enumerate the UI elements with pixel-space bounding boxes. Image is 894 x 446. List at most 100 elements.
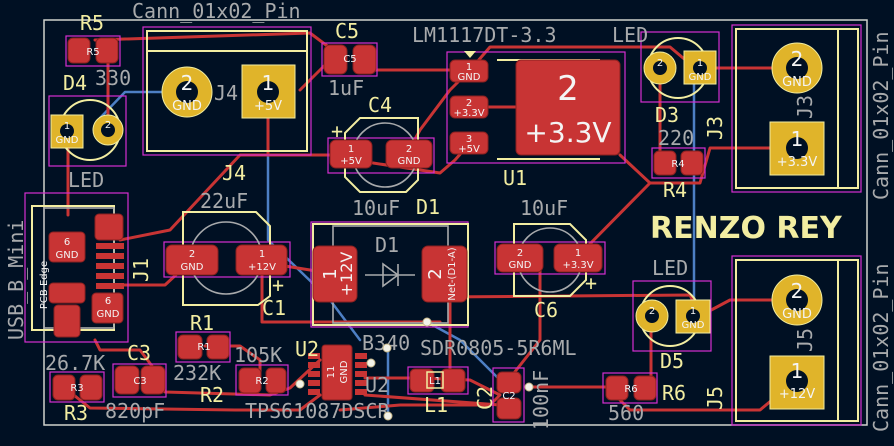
pad-number: 1 — [262, 71, 275, 95]
pcb-edge-note: PCB Edge — [39, 261, 50, 309]
component-ref: J5 — [703, 386, 727, 410]
pad-net: GND — [682, 320, 705, 331]
inductor-l1[interactable]: L1 L1 SDR0805-5R6ML — [407, 336, 577, 417]
component-ref: U1 — [503, 166, 527, 190]
led-d4[interactable]: 1 GND 2 D4 LED — [48, 71, 127, 192]
fab-ref: C2 — [502, 391, 515, 402]
resistor-r4[interactable]: R4 220 R4 — [651, 126, 706, 202]
component-value: 22uF — [200, 189, 248, 213]
component-value: LED — [68, 168, 104, 192]
pad-number: 6 — [64, 237, 70, 248]
component-ref: D3 — [655, 103, 679, 127]
pad-number: 2 — [517, 248, 523, 259]
pad-number: 2 — [791, 47, 804, 71]
pad-number: 2 — [406, 144, 412, 155]
component-value: 1uF — [328, 76, 364, 100]
pad-net: GND — [172, 99, 202, 114]
component-ref: C1 — [262, 296, 286, 320]
fab-ref: U2 — [365, 373, 389, 397]
pad-net: Net-(D1-A) — [447, 247, 458, 300]
pad-net: GND — [689, 72, 712, 83]
pad-net: GND — [97, 309, 120, 320]
usb-connector-j1[interactable]: 6 GND 6 GND PCB Edge USB_B_Mini J1 — [4, 192, 153, 343]
component-value: 10uF — [520, 196, 568, 220]
component-value: 232K — [173, 361, 221, 385]
component-ref: C6 — [534, 298, 558, 322]
resistor-r5[interactable]: R5 R5 330 — [65, 11, 131, 90]
pad-number: 1 — [348, 144, 354, 155]
pad-net: +5V — [340, 156, 362, 167]
pad-number: 1 — [64, 121, 70, 132]
component-ref: C3 — [127, 341, 151, 365]
component-ref: J1 — [129, 258, 153, 282]
pad-net: GND — [181, 262, 204, 273]
pad-number: 6 — [105, 296, 111, 307]
pad-net: +3.3V — [777, 155, 818, 170]
pad-net: +12V — [779, 387, 815, 402]
pad-number: 2 — [649, 306, 655, 317]
pad-number: 1 — [791, 359, 804, 383]
fab-ref: R5 — [86, 47, 99, 58]
component-value: LED — [612, 23, 648, 47]
pad-number: 1 — [320, 268, 341, 279]
connector-j5[interactable]: 2 GND 1 +12V J5 J5 Cann_01x02_Pin — [703, 255, 893, 432]
fab-ref: D1 — [375, 233, 399, 257]
pad-number: 2 — [189, 249, 195, 260]
component-ref: U2 — [295, 337, 319, 361]
capacitor-c5[interactable]: C5 C5 1uF — [321, 19, 378, 100]
component-ref: C5 — [335, 19, 359, 43]
connector-j3[interactable]: 2 GND 1 +3.3V J3 J3 Cann_01x02_Pin — [703, 24, 893, 200]
resistor-r6[interactable]: R6 R6 560 — [602, 372, 686, 425]
resistor-r1[interactable]: R1 R1 232K — [173, 311, 231, 385]
pad-number: 3 — [466, 134, 472, 145]
component-value: TPS61087DSCR — [245, 399, 390, 423]
diode-d1[interactable]: 1 +12V 2 Net-(D1-A) D1 D1 B340 — [310, 195, 469, 355]
component-ref: L1 — [424, 393, 448, 417]
capacitor-c3[interactable]: C3 C3 820pF — [105, 341, 167, 423]
component-value: 105K — [234, 343, 282, 367]
component-value: Cann_01x02_Pin — [869, 263, 893, 432]
fab-ref: J5 — [793, 328, 817, 352]
capacitor-c4[interactable]: 1 +5V 2 GND + C4 10uF — [327, 93, 435, 220]
fab-ref: J3 — [793, 95, 817, 119]
pad-number: 2 — [557, 69, 579, 109]
pad-number: 2 — [425, 268, 446, 279]
component-value: Cann_01x02_Pin — [132, 0, 301, 23]
component-value: LED — [652, 256, 688, 280]
polarity-mark: + — [331, 119, 343, 143]
component-ref: R4 — [663, 178, 687, 202]
component-ref: D1 — [416, 195, 440, 219]
pad-number: 2 — [466, 98, 472, 109]
component-value: 26.7K — [45, 351, 105, 375]
capacitor-c2[interactable]: C2 C2 100nF — [473, 367, 553, 430]
component-ref: R3 — [64, 401, 88, 425]
pad-number: 2 — [181, 71, 194, 95]
component-ref: D4 — [63, 71, 87, 95]
regulator-u1[interactable]: 1 GND 2 +3.3V 3 +5V 2 +3.3V U1 LM1117DT-… — [412, 23, 626, 190]
pad-net: GND — [782, 75, 812, 90]
led-d5[interactable]: 2 1 GND LED D5 — [632, 256, 712, 373]
resistor-r3[interactable]: R3 26.7K R3 — [45, 351, 105, 425]
pad-number: 1 — [575, 248, 581, 259]
pad-net: +3.3V — [562, 260, 593, 271]
capacitor-c6[interactable]: 2 GND 1 +3.3V + C6 10uF — [494, 196, 606, 322]
fab-ref: R2 — [255, 376, 268, 387]
fab-ref: C3 — [133, 376, 146, 387]
pad-net: GND — [782, 307, 812, 322]
component-value: 820pF — [105, 399, 165, 423]
capacitor-c1[interactable]: 2 GND 1 +12V + C1 22uF — [163, 189, 291, 320]
fab-ref: R4 — [671, 159, 684, 170]
pad-net: GND — [56, 250, 79, 261]
polarity-mark: + — [585, 271, 597, 295]
resistor-r2[interactable]: R2 105K R2 — [200, 343, 289, 407]
vias — [295, 317, 534, 421]
pad-net: +5V — [458, 144, 480, 155]
led-d3[interactable]: 2 1 GND LED D3 — [612, 23, 720, 127]
board-title: RENZO REY — [650, 211, 843, 246]
component-value: 100nF — [529, 370, 553, 430]
ic-u2[interactable]: 11 GND U2 U2 TPS61087DSCR — [245, 337, 390, 423]
connector-j4[interactable]: 2 GND 1 +5V J4 Cann_01x02_Pin J4 — [132, 0, 312, 185]
component-value: 560 — [608, 401, 644, 425]
fab-ref: L1 — [429, 376, 441, 387]
